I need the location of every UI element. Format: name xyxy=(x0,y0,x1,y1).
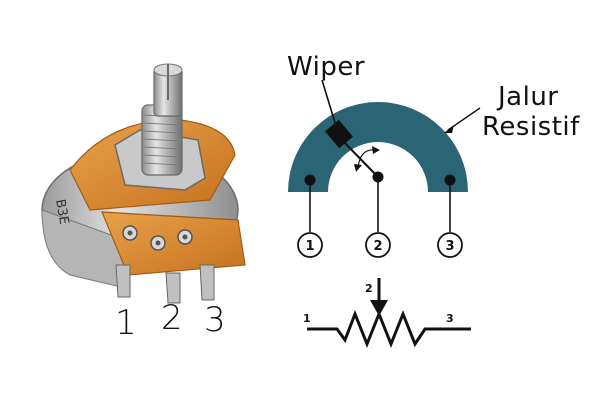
terminal-3 xyxy=(437,232,463,258)
resistive-track xyxy=(288,102,468,192)
symbol-label-1: 1 xyxy=(303,312,311,325)
terminal-1 xyxy=(297,232,323,258)
symbol-label-3: 3 xyxy=(446,312,454,325)
symbol-label-2: 2 xyxy=(365,282,373,295)
wiper-arrow-head xyxy=(370,300,388,316)
wiper-arm xyxy=(339,137,379,178)
track-label-line-1: Jalur xyxy=(498,82,559,112)
wiper-label: Wiper xyxy=(287,52,366,82)
wiper-contact xyxy=(325,119,353,149)
track-label-line-2: Resistif xyxy=(482,112,580,142)
wiper-label-pointer xyxy=(321,79,337,127)
pot-pins xyxy=(115,264,215,304)
terminal-1-label: 1 xyxy=(305,239,314,254)
potentiometer-photo: B3E xyxy=(41,63,246,304)
photo-pin-1-label: 1 xyxy=(115,303,137,343)
photo-pin-3-label: 3 xyxy=(204,300,226,340)
terminal-2-label: 2 xyxy=(373,239,382,254)
terminal-2 xyxy=(365,232,391,258)
potentiometer-symbol: 1 2 3 xyxy=(303,278,471,349)
terminal-3-label: 3 xyxy=(445,239,454,254)
pot-body-text: B3E xyxy=(52,198,71,226)
pot-rivets xyxy=(122,225,193,251)
photo-pin-2-label: 2 xyxy=(161,298,183,338)
pot-terminal-block xyxy=(101,211,246,276)
potentiometer-internal-diagram: 1 2 3 xyxy=(288,79,481,258)
